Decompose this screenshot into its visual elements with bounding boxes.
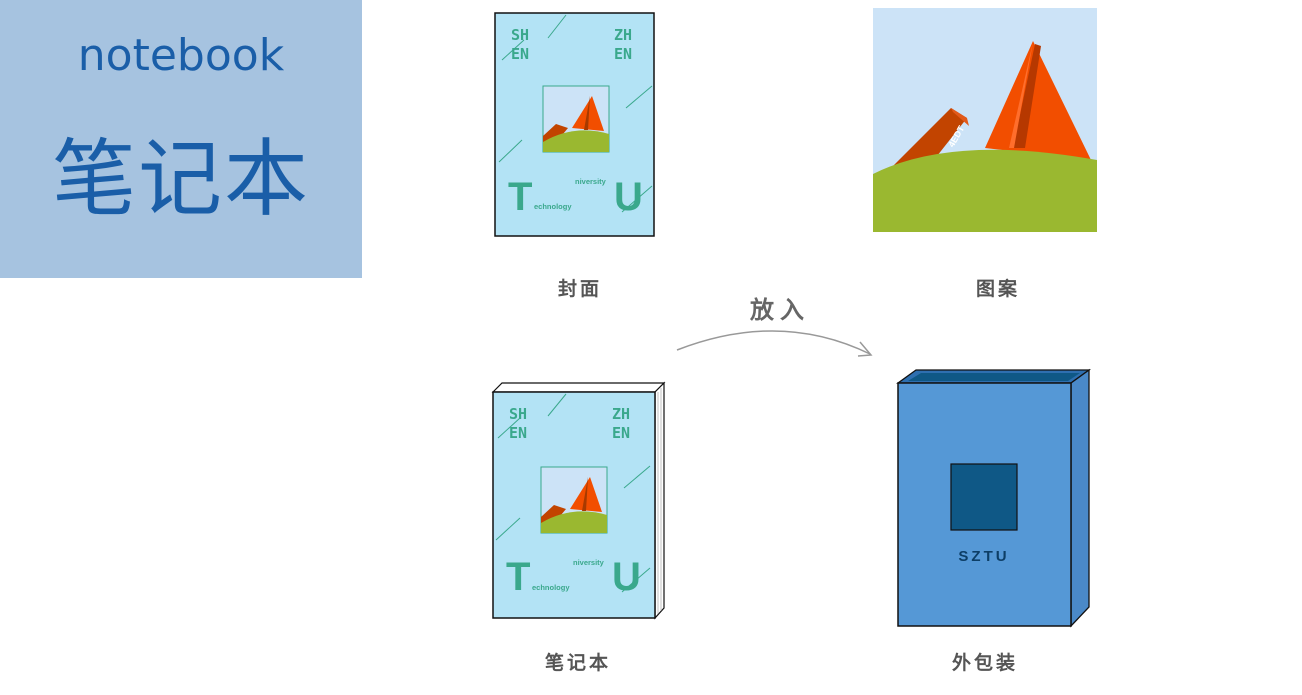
notebook-text-sh: SH: [509, 405, 527, 423]
cover-word-echnology: echnology: [534, 202, 572, 211]
cover-letter-t: T: [508, 175, 532, 219]
cover-illustration: SH EN ZH EN T U niversity echnology: [494, 12, 655, 237]
cover-text-en-right: EN: [614, 45, 632, 63]
package-window: [950, 463, 1018, 531]
caption-package: 外包装: [951, 652, 1018, 674]
notebook-illustration: SH EN ZH EN T U niversity echnology: [491, 381, 666, 620]
arrow-label: 放入: [750, 296, 810, 324]
notebook-text-en-right: EN: [612, 424, 630, 442]
notebook-text-en-left: EN: [509, 424, 527, 442]
cover-text-en-left: EN: [511, 45, 529, 63]
title-panel: notebook 笔记本: [0, 0, 362, 278]
cover-text-sh: SH: [511, 26, 529, 44]
notebook-word-niversity: niversity: [573, 558, 605, 567]
notebook-letter-t: T: [506, 555, 530, 599]
notebook-mountain-thumbnail: [540, 466, 608, 534]
notebook-text-zh: ZH: [612, 405, 630, 423]
arrow-curve: [676, 330, 873, 357]
cover-word-niversity: niversity: [575, 177, 607, 186]
caption-pattern: 图案: [975, 278, 1020, 300]
cover-text-zh: ZH: [614, 26, 632, 44]
pattern-illustration: 4EDT: [873, 8, 1097, 232]
package-illustration: SZTU: [895, 368, 1092, 628]
cover-letter-u: U: [614, 175, 643, 219]
package-label: SZTU: [958, 548, 1009, 565]
arrow-head-icon: [857, 341, 873, 357]
notebook-letter-u: U: [612, 555, 641, 599]
notebook-word-echnology: echnology: [532, 583, 570, 592]
title-chinese: 笔记本: [51, 130, 310, 228]
title-english: notebook: [77, 30, 285, 81]
cover-mountain-thumbnail: [542, 85, 610, 153]
caption-cover: 封面: [557, 278, 602, 300]
caption-notebook: 笔记本: [544, 652, 611, 674]
